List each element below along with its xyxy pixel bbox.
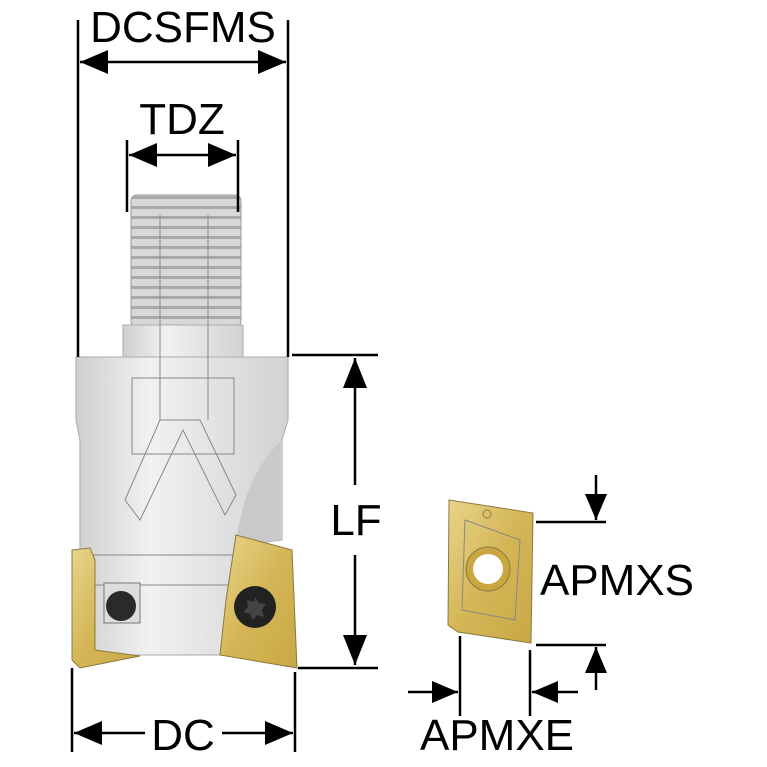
insert-mark — [482, 509, 492, 519]
label-tdz: TDZ — [139, 95, 225, 144]
left-insert — [71, 547, 141, 669]
coolant-channel — [124, 215, 237, 521]
insert-detail — [447, 499, 534, 644]
dimension-apmxe: APMXE — [408, 636, 578, 760]
insert-hole — [473, 554, 503, 584]
milling-cutter — [71, 194, 298, 669]
threaded-shank — [130, 194, 242, 328]
dimension-apmxs: APMXS — [536, 475, 694, 690]
arrow-icon — [129, 143, 236, 167]
clamp-screw-head — [106, 591, 136, 621]
label-lf: LF — [330, 496, 381, 545]
dimension-tdz: TDZ — [125, 95, 240, 212]
shank-neck — [122, 324, 244, 358]
label-apmxs: APMXS — [540, 556, 694, 605]
chip-flute — [236, 440, 282, 545]
dimension-dcsfms: DCSFMS — [76, 3, 290, 357]
label-dcsfms: DCSFMS — [90, 3, 276, 52]
arrow-icon — [432, 681, 558, 703]
flat-outline — [131, 377, 235, 455]
label-dc: DC — [151, 711, 215, 760]
torx-icon — [243, 597, 266, 620]
dimension-dc: DC — [70, 668, 297, 760]
label-apmxe: APMXE — [420, 711, 574, 760]
dimension-lf: LF — [292, 353, 382, 670]
